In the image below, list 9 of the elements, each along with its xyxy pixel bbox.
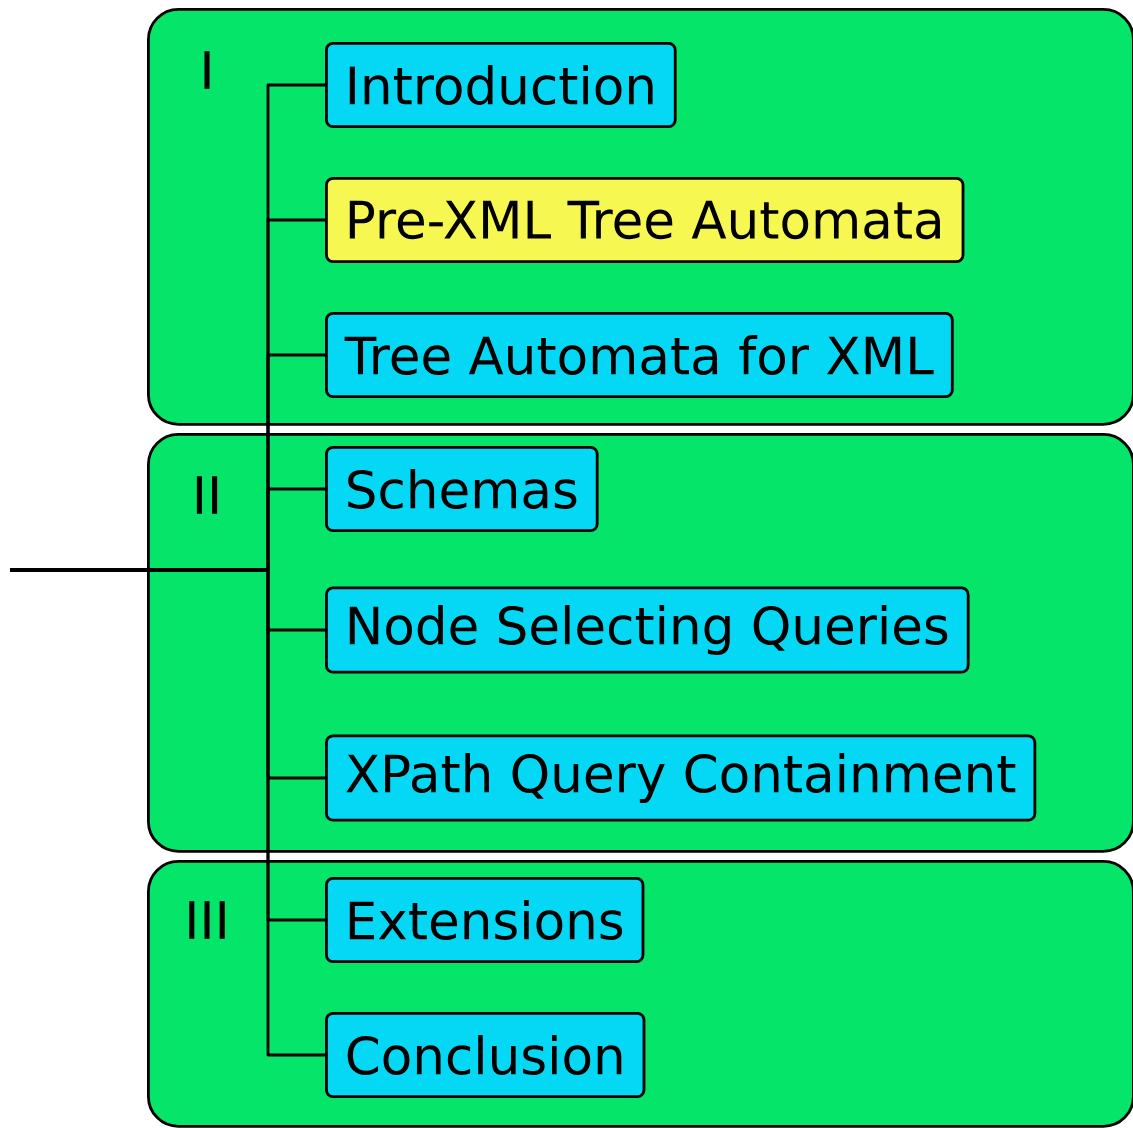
topic-box: Conclusion (325, 1011, 646, 1099)
topic-box: Schemas (325, 445, 599, 533)
topic-box: Extensions (325, 876, 645, 964)
topic-box: Tree Automata for XML (325, 311, 954, 399)
topic-box: Node Selecting Queries (325, 586, 970, 674)
topic-box: XPath Query Containment (325, 734, 1037, 822)
tree-connector (10, 568, 325, 1057)
topic-box: Pre-XML Tree Automata (325, 176, 965, 264)
topic-box: Introduction (325, 41, 677, 129)
